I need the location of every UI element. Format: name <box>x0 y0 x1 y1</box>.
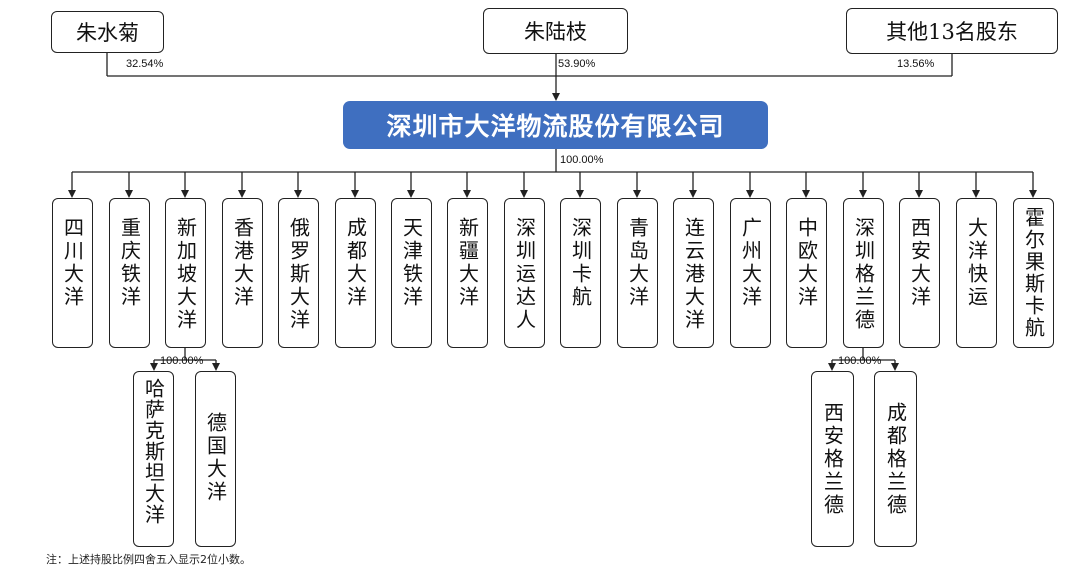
subsidiary-arrow-2 <box>181 190 189 198</box>
company-subs-pct: 100.00% <box>560 154 604 166</box>
holder-pct-zhu-luzhi: 53.90% <box>558 58 596 70</box>
subsidiary-name: 西安格兰德 <box>820 402 845 517</box>
footnote: 注：上述持股比例四舍五入显示2位小数。 <box>46 553 251 566</box>
subsidiary-name: 俄罗斯大洋 <box>286 217 311 332</box>
subsidiary-chongqing: 重庆铁洋 <box>109 198 150 348</box>
chengdu-gelande-arrow <box>891 363 899 371</box>
subsidiary-guangzhou: 广州大洋 <box>730 198 771 348</box>
subsidiary-arrow-4 <box>294 190 302 198</box>
subsidiary-arrow-9 <box>576 190 584 198</box>
subsidiary-arrow-17 <box>1029 190 1037 198</box>
subsidiary-arrow-0 <box>68 190 76 198</box>
subsidiary-arrow-15 <box>915 190 923 198</box>
subsidiary-name: 广州大洋 <box>738 217 763 309</box>
subsidiary-germany: 德国大洋 <box>195 371 236 547</box>
subsidiary-name: 连云港大洋 <box>681 217 706 332</box>
subsidiary-horgos: 霍尔果斯卡航 <box>1013 198 1054 348</box>
subsidiary-arrow-5 <box>351 190 359 198</box>
subsidiary-arrow-1 <box>125 190 133 198</box>
subsidiary-name: 成都大洋 <box>343 217 368 309</box>
holder-pct-zhu-shuiju: 32.54% <box>126 58 164 70</box>
subsidiary-name: 深圳运达人 <box>512 217 537 332</box>
holder-zhu-shuiju: 朱水菊 <box>51 11 164 53</box>
company-name: 深圳市大洋物流股份有限公司 <box>386 112 725 141</box>
subsidiary-name: 深圳格兰德 <box>851 217 876 332</box>
subsidiary-russia: 俄罗斯大洋 <box>278 198 319 348</box>
company-arrow <box>552 93 560 101</box>
subsidiary-name: 哈萨克斯坦大洋 <box>141 378 166 525</box>
subsidiary-arrow-8 <box>520 190 528 198</box>
germany-arrow <box>212 363 220 371</box>
subsidiary-chengdu-gelande: 成都格兰德 <box>874 371 917 547</box>
subsidiary-arrow-6 <box>407 190 415 198</box>
subsidiary-name: 重庆铁洋 <box>117 217 142 309</box>
kazakhstan-arrow <box>150 363 158 371</box>
subsidiary-name: 新疆大洋 <box>455 217 480 309</box>
subsidiary-name: 西安大洋 <box>907 217 932 309</box>
subsidiary-singapore: 新加坡大洋 <box>165 198 206 348</box>
subsidiary-xian: 西安大洋 <box>899 198 940 348</box>
subsidiary-sz-kahang: 深圳卡航 <box>560 198 601 348</box>
subsidiary-name: 大洋快运 <box>964 217 989 309</box>
subsidiary-lianyungang: 连云港大洋 <box>673 198 714 348</box>
subsidiary-arrow-11 <box>689 190 697 198</box>
subsidiary-arrow-3 <box>238 190 246 198</box>
subsidiary-qingdao: 青岛大洋 <box>617 198 658 348</box>
holder-name: 朱陆枝 <box>524 20 587 44</box>
subsidiary-name: 青岛大洋 <box>625 217 650 309</box>
subsidiary-name: 德国大洋 <box>203 412 228 504</box>
subsidiary-zhongou: 中欧大洋 <box>786 198 827 348</box>
holder-zhu-luzhi: 朱陆枝 <box>483 8 628 54</box>
subsidiary-name: 深圳卡航 <box>568 217 593 309</box>
holder-others: 其他13名股东 <box>846 8 1058 54</box>
subsidiary-arrow-7 <box>463 190 471 198</box>
subsidiary-name: 四川大洋 <box>60 217 85 309</box>
subsidiary-name: 天津铁洋 <box>399 217 424 309</box>
second-level-pct-singapore: 100.00% <box>160 355 204 367</box>
subsidiary-arrow-12 <box>746 190 754 198</box>
subsidiary-xinjiang: 新疆大洋 <box>447 198 488 348</box>
subsidiary-arrow-10 <box>633 190 641 198</box>
subsidiary-name: 香港大洋 <box>230 217 255 309</box>
subsidiary-dayang-kuaiyun: 大洋快运 <box>956 198 997 348</box>
subsidiary-sz-yunda: 深圳运达人 <box>504 198 545 348</box>
second-level-pct-gelande: 100.00% <box>838 355 882 367</box>
holder-pct-others: 13.56% <box>897 58 935 70</box>
subsidiary-sichuan: 四川大洋 <box>52 198 93 348</box>
company-box: 深圳市大洋物流股份有限公司 <box>343 101 768 149</box>
holder-name: 朱水菊 <box>76 21 139 45</box>
subsidiary-name: 成都格兰德 <box>883 402 908 517</box>
subsidiary-chengdu: 成都大洋 <box>335 198 376 348</box>
subsidiary-kazakhstan: 哈萨克斯坦大洋 <box>133 371 174 547</box>
holder-name: 其他13名股东 <box>886 20 1018 44</box>
subsidiary-sz-gelande: 深圳格兰德 <box>843 198 884 348</box>
xian-gelande-arrow <box>828 363 836 371</box>
subsidiary-name: 中欧大洋 <box>794 217 819 309</box>
subsidiary-arrow-13 <box>802 190 810 198</box>
subsidiary-name: 新加坡大洋 <box>173 217 198 332</box>
subsidiary-arrow-14 <box>859 190 867 198</box>
subsidiary-tianjin: 天津铁洋 <box>391 198 432 348</box>
subsidiary-arrow-16 <box>972 190 980 198</box>
subsidiary-xian-gelande: 西安格兰德 <box>811 371 854 547</box>
subsidiary-name: 霍尔果斯卡航 <box>1021 207 1046 339</box>
subsidiary-hongkong: 香港大洋 <box>222 198 263 348</box>
